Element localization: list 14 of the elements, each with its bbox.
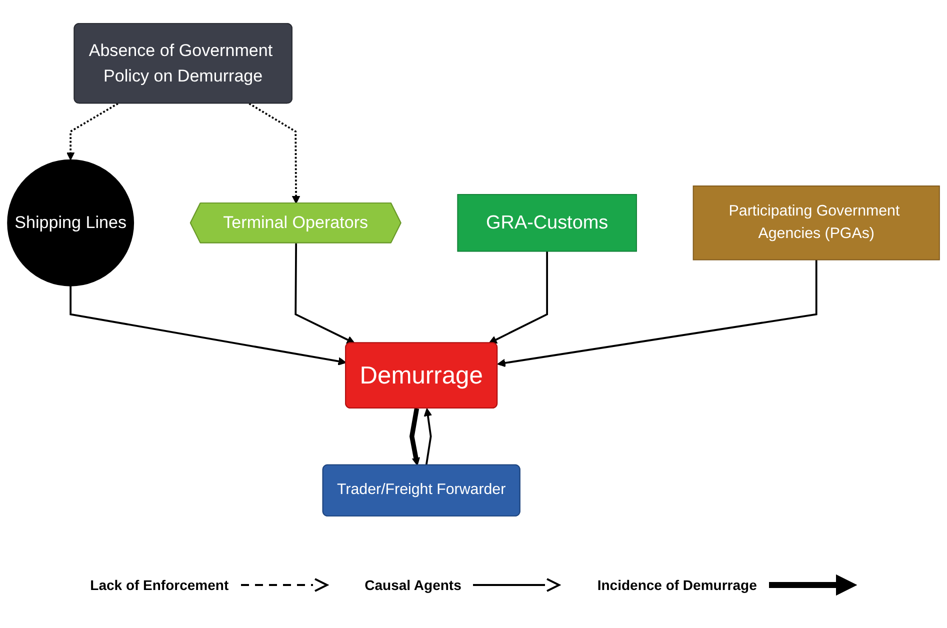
node-box: Participating Government Agencies (PGAs) xyxy=(692,186,940,261)
legend-text: Lack of Enforcement xyxy=(90,577,229,593)
arrow xyxy=(488,252,548,344)
node-circle: Shipping Lines xyxy=(7,160,134,287)
arrow xyxy=(70,286,346,366)
arrow xyxy=(497,260,818,368)
legend-text: Incidence of Demurrage xyxy=(597,577,757,593)
legend-text: Causal Agents xyxy=(364,577,462,593)
arrow xyxy=(248,103,300,204)
arrow xyxy=(409,408,420,466)
arrow xyxy=(424,408,432,466)
arrow xyxy=(66,102,118,160)
node-box: GRA-Customs xyxy=(457,194,637,252)
arrow xyxy=(294,243,355,344)
